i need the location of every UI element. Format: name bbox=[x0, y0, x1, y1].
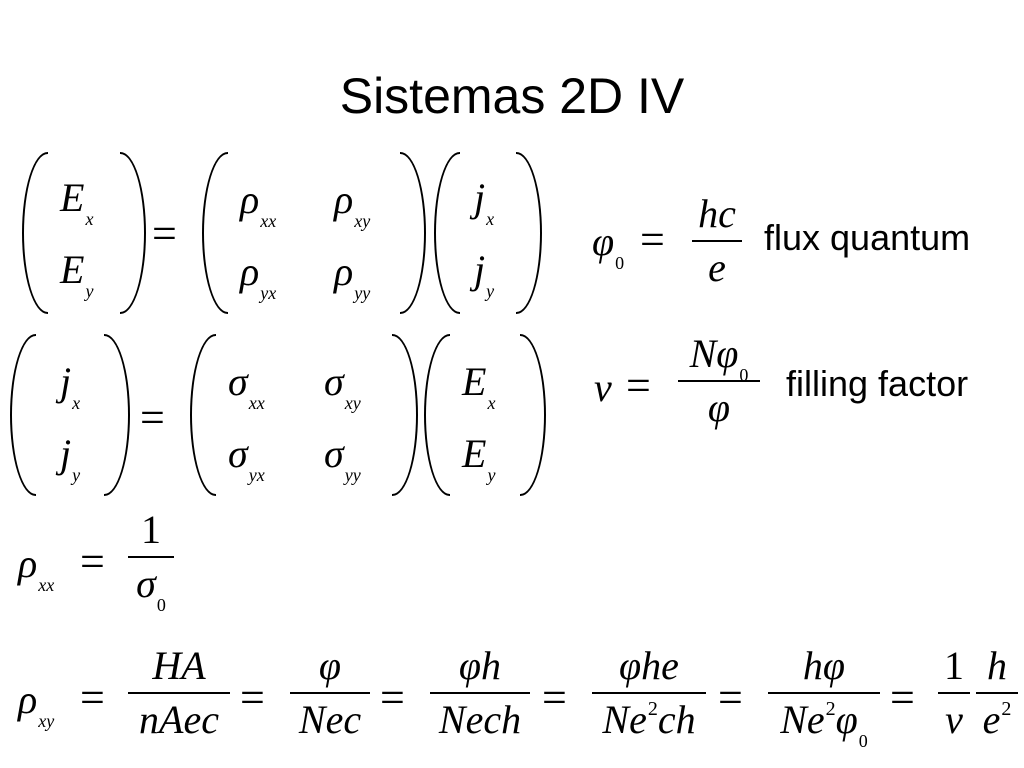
matrix-entry: ρyx bbox=[240, 249, 277, 303]
left-paren bbox=[22, 152, 48, 314]
right-paren bbox=[520, 334, 546, 496]
matrix-entry: σyy bbox=[324, 431, 361, 485]
equals-sign: = bbox=[890, 673, 915, 722]
phi-zero-symbol: φ0 bbox=[592, 219, 625, 273]
matrix-entry: jx bbox=[60, 359, 81, 413]
matrix-entry: ρxx bbox=[240, 177, 277, 231]
right-paren bbox=[104, 334, 130, 496]
right-paren bbox=[120, 152, 146, 314]
matrix-entry: Ex bbox=[60, 175, 94, 229]
fraction: Nφ0 φ bbox=[678, 334, 760, 428]
matrix-entry: ρxy bbox=[334, 177, 371, 231]
right-paren bbox=[516, 152, 542, 314]
nu-symbol: ν bbox=[594, 365, 612, 410]
right-paren bbox=[400, 152, 426, 314]
equals-sign: = bbox=[380, 673, 405, 722]
left-paren bbox=[190, 334, 216, 496]
rho-xx-symbol: ρxx bbox=[18, 541, 55, 595]
matrix-entry: Ex bbox=[462, 359, 496, 413]
matrix-entry: jx bbox=[474, 175, 495, 229]
matrix-entry: Ey bbox=[462, 431, 496, 485]
left-paren bbox=[434, 152, 460, 314]
fraction: 1 ν bbox=[938, 646, 970, 740]
equals-sign: = bbox=[240, 673, 265, 722]
matrix-entry: ρyy bbox=[334, 249, 371, 303]
fraction: hφ Ne2φ0 bbox=[768, 646, 880, 750]
fraction: HA nAec bbox=[128, 646, 230, 740]
fraction: h e2 bbox=[976, 646, 1018, 740]
right-paren bbox=[392, 334, 418, 496]
rho-xy-symbol: ρxy bbox=[18, 677, 55, 731]
fraction: φ Nec bbox=[290, 646, 370, 740]
filling-factor-label: filling factor bbox=[786, 363, 969, 404]
fraction: φh Nech bbox=[430, 646, 530, 740]
slide-title: Sistemas 2D IV bbox=[339, 68, 685, 124]
matrix-entry: jy bbox=[60, 431, 81, 485]
matrix-entry: σxy bbox=[324, 359, 361, 413]
equals-sign: = bbox=[542, 673, 567, 722]
equals-sign: = bbox=[626, 361, 651, 410]
equals-sign: = bbox=[80, 673, 105, 722]
matrix-entry: σyx bbox=[228, 431, 265, 485]
equals-sign: = bbox=[640, 215, 665, 264]
matrix-entry: jy bbox=[474, 247, 495, 301]
equals-sign: = bbox=[718, 673, 743, 722]
fraction: 1 σ0 bbox=[128, 510, 174, 614]
left-paren bbox=[424, 334, 450, 496]
fraction: hc e bbox=[692, 194, 742, 288]
equals-sign: = bbox=[140, 393, 165, 442]
matrix-entry: σxx bbox=[228, 359, 265, 413]
equals-sign: = bbox=[152, 209, 177, 258]
equals-sign: = bbox=[80, 537, 105, 586]
fraction: φhe Ne2ch bbox=[592, 646, 706, 740]
left-paren bbox=[202, 152, 228, 314]
left-paren bbox=[10, 334, 36, 496]
flux-quantum-label: flux quantum bbox=[764, 217, 971, 258]
matrix-entry: Ey bbox=[60, 247, 94, 301]
